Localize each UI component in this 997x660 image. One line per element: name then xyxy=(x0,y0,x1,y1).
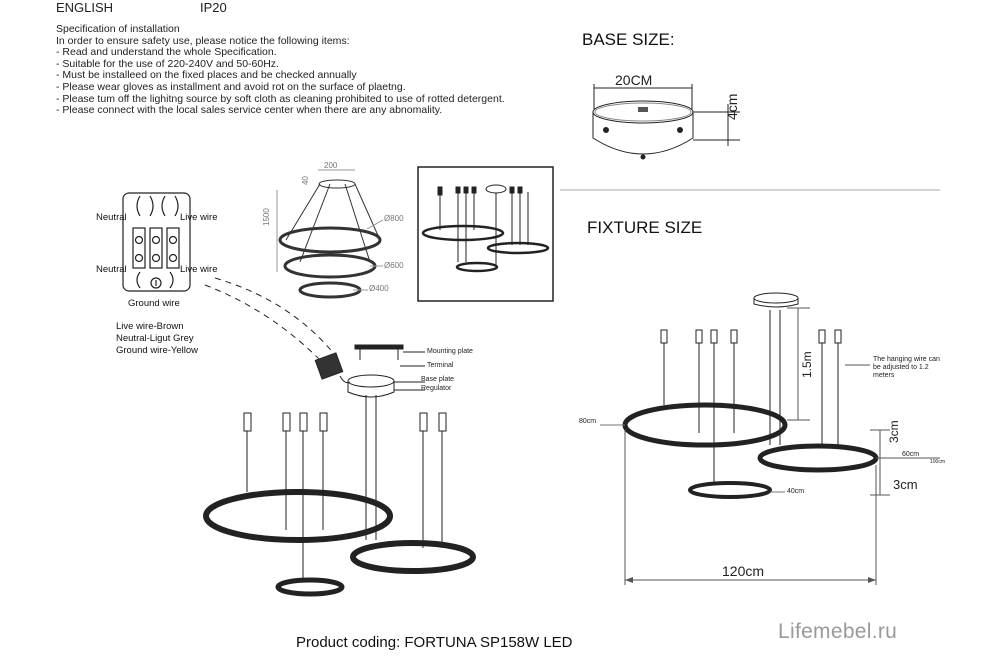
fixture-height-label: 1.5m xyxy=(800,351,814,378)
spec-item: - Please wear gloves as installment and … xyxy=(56,80,406,93)
ring-80cm-label: 80cm xyxy=(579,418,597,425)
base-plate-label: Base plate xyxy=(421,376,455,383)
connection-dashes xyxy=(204,277,336,361)
regulator-label: Regulator xyxy=(421,385,452,392)
terminal-label: Terminal xyxy=(427,362,454,369)
preview-frame xyxy=(417,166,554,302)
wire-legend-live: Live wire-Brown xyxy=(116,321,184,332)
spec-item: - Please tum off the lighitng source by … xyxy=(56,92,505,105)
spec-item: - Suitable for the use of 220-240V and 5… xyxy=(56,57,279,70)
wire-note-line: meters xyxy=(873,372,895,379)
specification-block: Specification of installation In order t… xyxy=(56,23,505,117)
wire-neutral-label-bottom: Neutral xyxy=(96,264,127,275)
mini-dim-height: 1500 xyxy=(262,208,271,226)
assembly-parts xyxy=(314,344,425,398)
spec-item: - Read and understand the whole Specific… xyxy=(56,46,277,59)
ring-40cm-label: 40cm xyxy=(787,488,805,495)
spec-item: - Please connect with the local sales se… xyxy=(56,104,443,117)
gap-3cm-upper: 3cm xyxy=(887,420,901,443)
wire-legend-ground: Ground wire-Yellow xyxy=(116,345,199,356)
wire-note-line: The hanging wire can xyxy=(873,356,940,363)
wire-note-line: be adjusted to 1.2 xyxy=(873,364,929,371)
spec-item: - Must be installeed on the fixed places… xyxy=(56,69,357,82)
base-diameter-label: 20CM xyxy=(615,72,653,88)
base-drawing xyxy=(592,84,740,160)
wiring-terminal-drawing xyxy=(122,192,191,292)
mounting-plate-label: Mounting plate xyxy=(427,348,473,355)
wire-live-label-top: Live wire xyxy=(180,212,218,223)
mini-fixture-sketch xyxy=(276,169,384,299)
wire-adjust-note: The hanging wire can be adjusted to 1.2 … xyxy=(873,356,940,380)
wire-ground-label: Ground wire xyxy=(128,298,180,309)
spec-title: Specification of installation xyxy=(56,23,180,35)
fixture-size-drawing xyxy=(600,292,940,585)
fixture-size-title: FIXTURE SIZE xyxy=(587,218,703,237)
language-label: ENGLISH xyxy=(56,0,114,15)
wire-legend-neutral: Neutral-Ligut Grey xyxy=(116,333,194,344)
wire-neutral-label-top: Neutral xyxy=(96,212,127,223)
mini-dim-d400: Ø400 xyxy=(369,284,389,293)
left-fixture-drawing xyxy=(203,395,476,597)
gap-3cm-lower: 3cm xyxy=(893,477,918,492)
fixture-width-label: 120cm xyxy=(722,563,765,579)
ring-60cm-label: 60cm xyxy=(902,451,920,458)
base-size-title: BASE SIZE: xyxy=(582,30,675,49)
base-height-label: 4cm xyxy=(724,93,740,120)
product-code: Product coding: FORTUNA SP158W LED xyxy=(296,634,573,651)
mini-dim-d600: Ø600 xyxy=(384,261,404,270)
ip-rating-label: IP20 xyxy=(200,0,227,15)
spec-intro: In order to ensure safety use, please no… xyxy=(56,34,350,47)
mini-dim-d800: Ø800 xyxy=(384,214,404,223)
ring-100cm-label: 100cm xyxy=(930,459,946,465)
wire-live-label-bottom: Live wire xyxy=(180,264,218,275)
mini-dim-top: 200 xyxy=(324,161,338,170)
watermark: Lifemebel.ru xyxy=(778,620,898,643)
mini-dim-side: 40 xyxy=(301,176,310,185)
